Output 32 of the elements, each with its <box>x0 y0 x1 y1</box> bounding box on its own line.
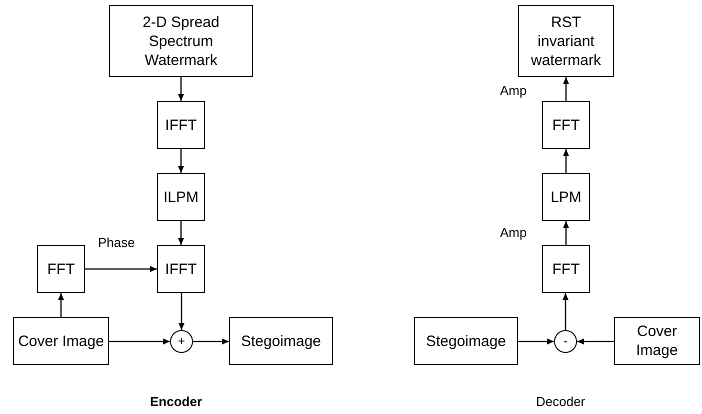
caption: Encoder <box>150 394 202 409</box>
caption: Decoder <box>536 394 586 409</box>
edge-label: Amp <box>500 83 527 98</box>
arrow <box>563 149 569 173</box>
arrow <box>562 293 568 330</box>
arrow <box>518 338 554 344</box>
process-box: Cover Image <box>614 317 700 365</box>
process-box: LPM <box>542 173 590 221</box>
edge-label: Amp <box>500 225 527 240</box>
arrow <box>563 221 569 245</box>
arrow <box>178 149 184 173</box>
arrow <box>577 338 614 344</box>
process-box: 2-D Spread Spectrum Watermark <box>109 5 253 77</box>
process-box: RST invariant watermark <box>518 5 614 77</box>
edge-label: Phase <box>98 235 135 250</box>
arrow <box>58 293 64 317</box>
process-box: IFFT <box>157 101 205 149</box>
process-box: Stegoimage <box>229 317 333 365</box>
process-box: FFT <box>542 245 590 293</box>
arrow <box>178 221 184 245</box>
process-box: Stegoimage <box>414 317 518 365</box>
process-box: IFFT <box>157 245 205 293</box>
process-box: Cover Image <box>13 317 109 365</box>
arrow <box>178 293 184 330</box>
arrow <box>109 338 170 344</box>
process-box: FFT <box>37 245 85 293</box>
arrow <box>563 77 569 101</box>
arrow <box>193 338 229 344</box>
process-box: ILPM <box>157 173 205 221</box>
process-box: FFT <box>542 101 590 149</box>
arrow <box>85 266 157 272</box>
arrow <box>178 77 184 101</box>
